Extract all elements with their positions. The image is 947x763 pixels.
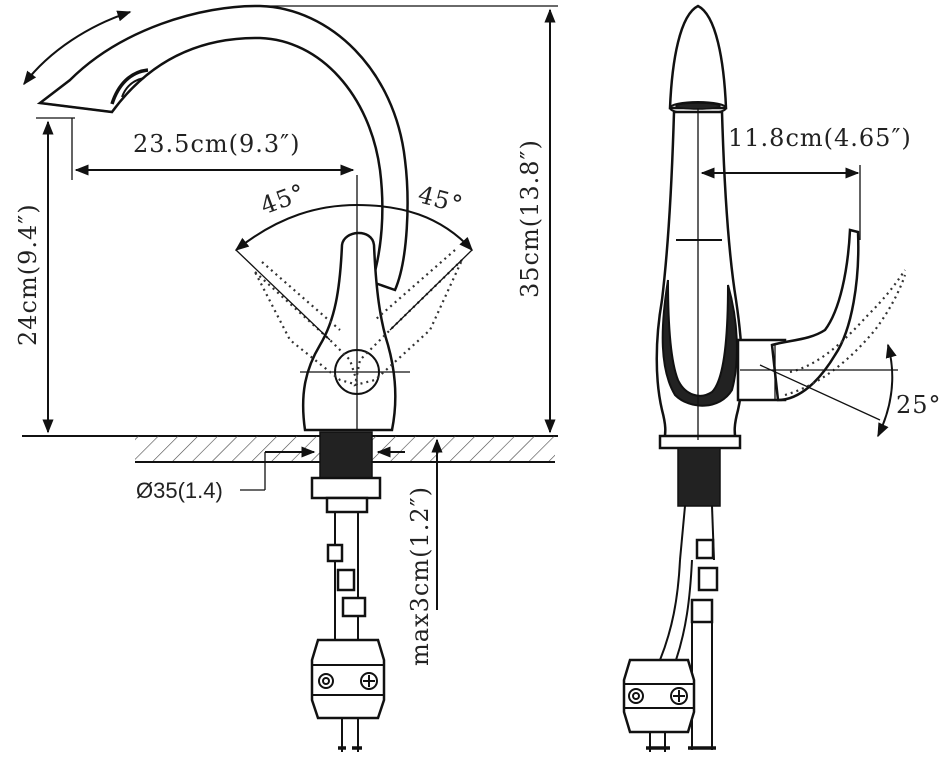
angle-arc xyxy=(234,203,473,252)
reach-dimension xyxy=(71,118,355,180)
spout-height-dimension xyxy=(36,117,75,434)
angle-right-label: 45° xyxy=(415,180,466,219)
spout-rotation-arrow xyxy=(23,10,132,86)
side-view: 11.8cm(4.65″) 25° xyxy=(622,4,942,752)
handle-angle-dimension xyxy=(740,343,898,438)
deck-thickness-dimension xyxy=(430,438,445,610)
hole-diameter-label: Ø35(1.4) xyxy=(136,478,223,503)
front-view: 23.5cm(9.3″) 45° 45° 35cm(13.8″) 24cm(9.… xyxy=(14,4,558,752)
side-shank xyxy=(622,447,721,752)
side-spout xyxy=(668,4,728,115)
handle-reach-label: 11.8cm(4.65″) xyxy=(728,124,912,152)
deck-thickness-label: max3cm(1.2″) xyxy=(406,486,434,666)
handle-swing-right xyxy=(353,249,464,387)
hole-diameter-dimension xyxy=(240,446,405,491)
handle-angle-label: 25° xyxy=(896,391,942,419)
spout-height-label: 24cm(9.4″) xyxy=(14,203,42,346)
countertop xyxy=(22,435,558,463)
total-height-dimension xyxy=(260,5,558,434)
reach-label: 23.5cm(9.3″) xyxy=(133,130,301,158)
side-handle-swing xyxy=(784,269,907,397)
side-body xyxy=(655,108,744,450)
total-height-label: 35cm(13.8″) xyxy=(516,139,544,298)
handle-reach-dimension xyxy=(700,165,861,240)
front-shank xyxy=(310,431,386,752)
side-handle xyxy=(736,228,860,402)
